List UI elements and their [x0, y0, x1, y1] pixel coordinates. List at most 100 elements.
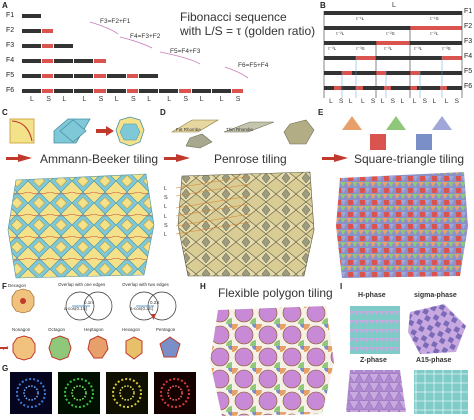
fib-row-label: F5 [464, 68, 473, 75]
phase-label: Z-phase [360, 357, 387, 364]
panel-label-e: E [318, 108, 324, 117]
short-segment [42, 59, 54, 63]
equation-arrows [89, 21, 249, 79]
segment-label: S [422, 98, 427, 105]
fat-rhombe-label: Fat Rhombe [176, 127, 201, 132]
fib-row-label: F6 [464, 83, 473, 90]
segment-label: L [167, 96, 172, 103]
panel-label-h: H [200, 282, 206, 291]
sub-label: τ⁻³S [356, 46, 365, 51]
long-segment [191, 89, 211, 93]
segment-label: L [412, 98, 417, 105]
polygon-label: Hexagon [122, 327, 141, 332]
thin-rhombe-label: Thin Rhombe [226, 127, 254, 132]
phase-label: A15-phase [416, 357, 452, 364]
segment-label: L [114, 96, 119, 103]
arrow-head-icon [334, 154, 348, 162]
arrow-head-icon [18, 154, 32, 162]
segment-label: S [370, 98, 376, 105]
arrow-head-icon [176, 154, 190, 162]
panel-label-i: I [340, 282, 343, 291]
eq-label: a·cos(0.2π) [130, 306, 154, 311]
phase-label: H-phase [358, 292, 386, 299]
short-segment [42, 89, 54, 93]
segment-label: S [390, 98, 396, 105]
penrose-side-label: S [164, 223, 168, 229]
panel-label-f: F [2, 282, 7, 291]
ammann-title: Ammann-Beeker tiling [40, 152, 159, 166]
fib-row-label: F2 [6, 27, 15, 34]
segment-label: L [361, 98, 365, 105]
panel-label-d: D [160, 108, 166, 117]
long-segment [54, 89, 74, 93]
square-triangle-tiling [336, 172, 468, 278]
long-segment [54, 59, 74, 63]
flexible-polygon-title: Flexible polygon tiling [218, 286, 333, 300]
equation: F5=F4+F3 [170, 48, 201, 55]
fib-row-label: F1 [6, 12, 15, 19]
sub-label: τ⁻¹L [356, 16, 365, 21]
long-segment [74, 89, 94, 93]
polygon-label: Pentagon [156, 327, 176, 332]
eq-label: 0.2π [150, 300, 160, 305]
polygon-label: Heptagon [84, 327, 104, 332]
panel-label-a: A [2, 1, 8, 10]
polygon-set [0, 335, 181, 361]
segment-label: S [454, 98, 459, 105]
phase-label: sigma-phase [414, 292, 457, 299]
phase-tilings [346, 304, 468, 414]
segment-label: L [199, 96, 204, 103]
arrow-icon [164, 157, 178, 160]
segment-label: L [82, 96, 87, 103]
square-triangle-tiles [342, 116, 452, 150]
penrose-side-label: L [164, 186, 168, 192]
panel-label-g: G [2, 364, 9, 373]
sub-label: τ⁻²L [430, 31, 439, 36]
segment-label: L [348, 98, 353, 105]
panel-label-c: C [2, 108, 8, 117]
diffraction-patterns [10, 372, 196, 414]
equation: F4=F3+F2 [130, 33, 161, 40]
sub-label: τ⁻³L [328, 46, 337, 51]
short-segment [94, 89, 106, 93]
penrose-side-label: L [164, 232, 168, 238]
short-segment [179, 89, 191, 93]
fib-row-label: F5 [6, 72, 15, 79]
long-segment [22, 44, 41, 48]
fib-row-label: F6 [6, 87, 15, 94]
fib-row-label: F3 [6, 42, 15, 49]
overlap-two-label: Overlap with two edges [122, 282, 169, 287]
ammann-beeker-tiling [7, 173, 155, 279]
penrose-tiling [176, 171, 315, 277]
fib-row-label: F2 [464, 23, 473, 30]
fib-row-label: F4 [6, 57, 15, 64]
sub-label: τ⁻²L [336, 31, 345, 36]
sub-label: τ⁻³L [414, 46, 423, 51]
polygon-label: Nonagon [12, 327, 31, 332]
long-segment [106, 74, 126, 78]
segment-label: S [131, 96, 136, 103]
overlap-diagram [65, 291, 177, 321]
segment-label: L [400, 98, 405, 105]
segment-label: S [98, 96, 104, 103]
eq-label: 0.1m [84, 300, 95, 305]
long-segment [22, 59, 41, 63]
long-segment [106, 89, 126, 93]
ammann-tiles-diagram [9, 116, 145, 147]
long-segment [139, 89, 159, 93]
short-segment [94, 74, 106, 78]
sub-label: τ⁻³L [384, 46, 393, 51]
segment-label: L [147, 96, 152, 103]
flexible-polygon-tiling [210, 306, 334, 416]
decagon-label: Decagon [8, 283, 27, 288]
sub-top-label: L [392, 2, 396, 9]
eq-label: a·cos(0.1π) [64, 306, 88, 311]
long-segment [211, 89, 231, 93]
substitution-diagram [323, 11, 463, 98]
fib-title: Fibonacci sequence [180, 10, 287, 24]
fib-row-label: F3 [464, 38, 473, 45]
long-segment [22, 74, 41, 78]
short-segment [94, 59, 106, 63]
segment-label: L [30, 96, 34, 103]
fib-subtitle: with L/S = τ (golden ratio) [180, 24, 316, 38]
